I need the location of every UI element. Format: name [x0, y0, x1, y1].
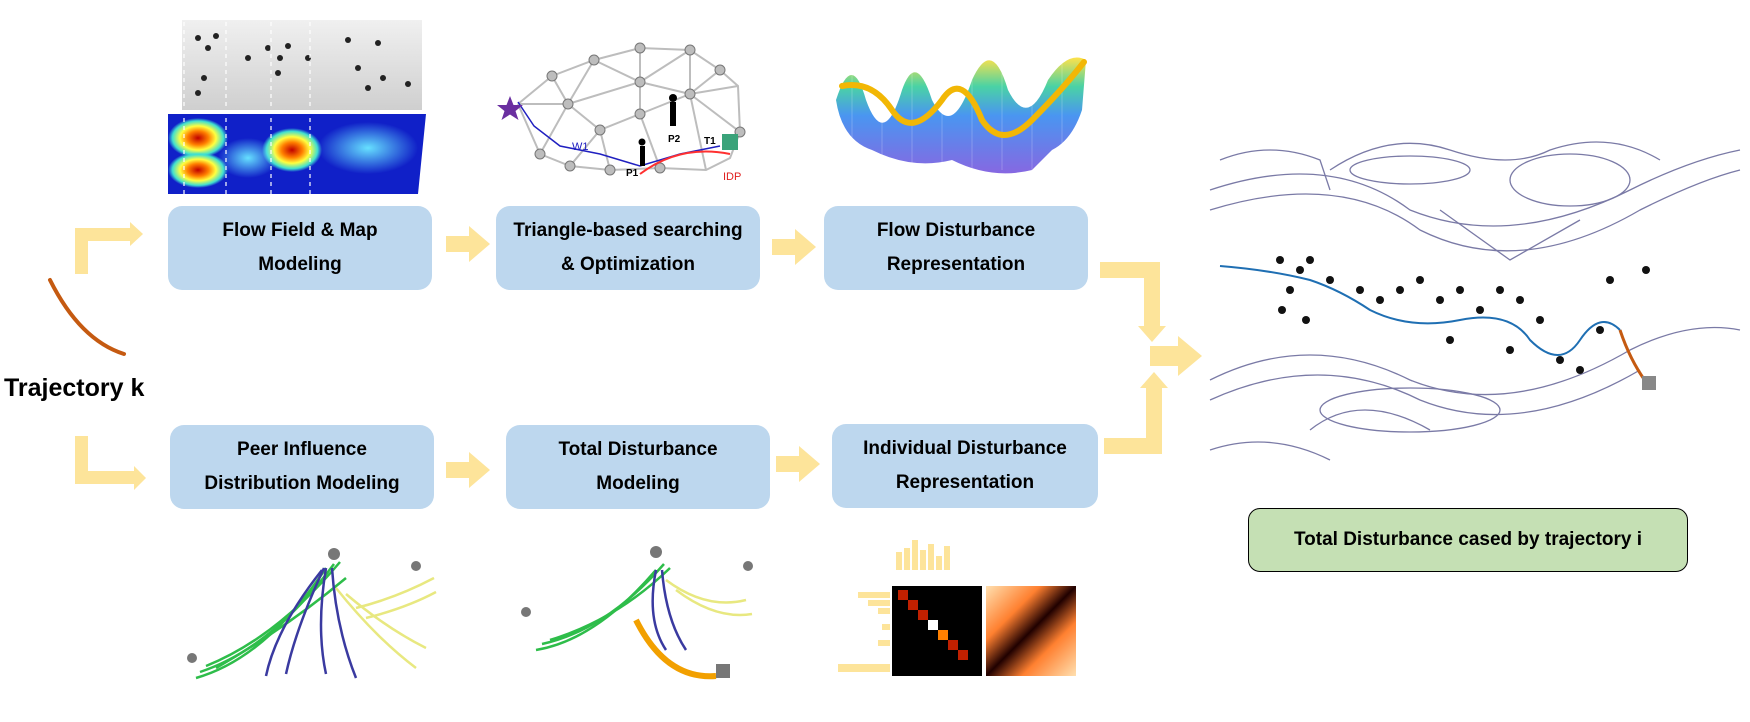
individual-disturbance-box: Individual Disturbance Representation	[832, 424, 1098, 508]
trajectory-label: Trajectory k	[4, 374, 145, 402]
peer-influence-illustration	[187, 548, 437, 680]
graph-label-p2: P2	[668, 134, 681, 145]
graph-label-w1: W1	[572, 141, 589, 153]
total-disturbance-modeling-box: Total Disturbance Modeling	[506, 425, 770, 509]
graph-label-p1: P1	[626, 168, 639, 179]
total-disturbance-illustration	[521, 546, 753, 680]
peer-influence-box: Peer Influence Distribution Modeling	[170, 425, 434, 509]
flow-disturbance-box: Flow Disturbance Representation	[824, 206, 1088, 290]
result-box: Total Disturbance cased by trajectory i	[1248, 508, 1688, 572]
individual-disturbance-matrices	[838, 540, 1076, 676]
crowd-heatmap-illustration	[168, 20, 426, 194]
triangle-graph-illustration: W1 P2 T1 P1 IDP	[497, 42, 746, 183]
scene-illustration	[1209, 141, 1741, 461]
graph-label-idp: IDP	[723, 171, 741, 183]
flow-field-map-modeling-box: Flow Field & Map Modeling	[168, 206, 432, 290]
graph-label-t1: T1	[704, 136, 716, 147]
disturbance-surface-illustration	[836, 50, 1087, 174]
triangle-searching-box: Triangle-based searching & Optimization	[496, 206, 760, 290]
